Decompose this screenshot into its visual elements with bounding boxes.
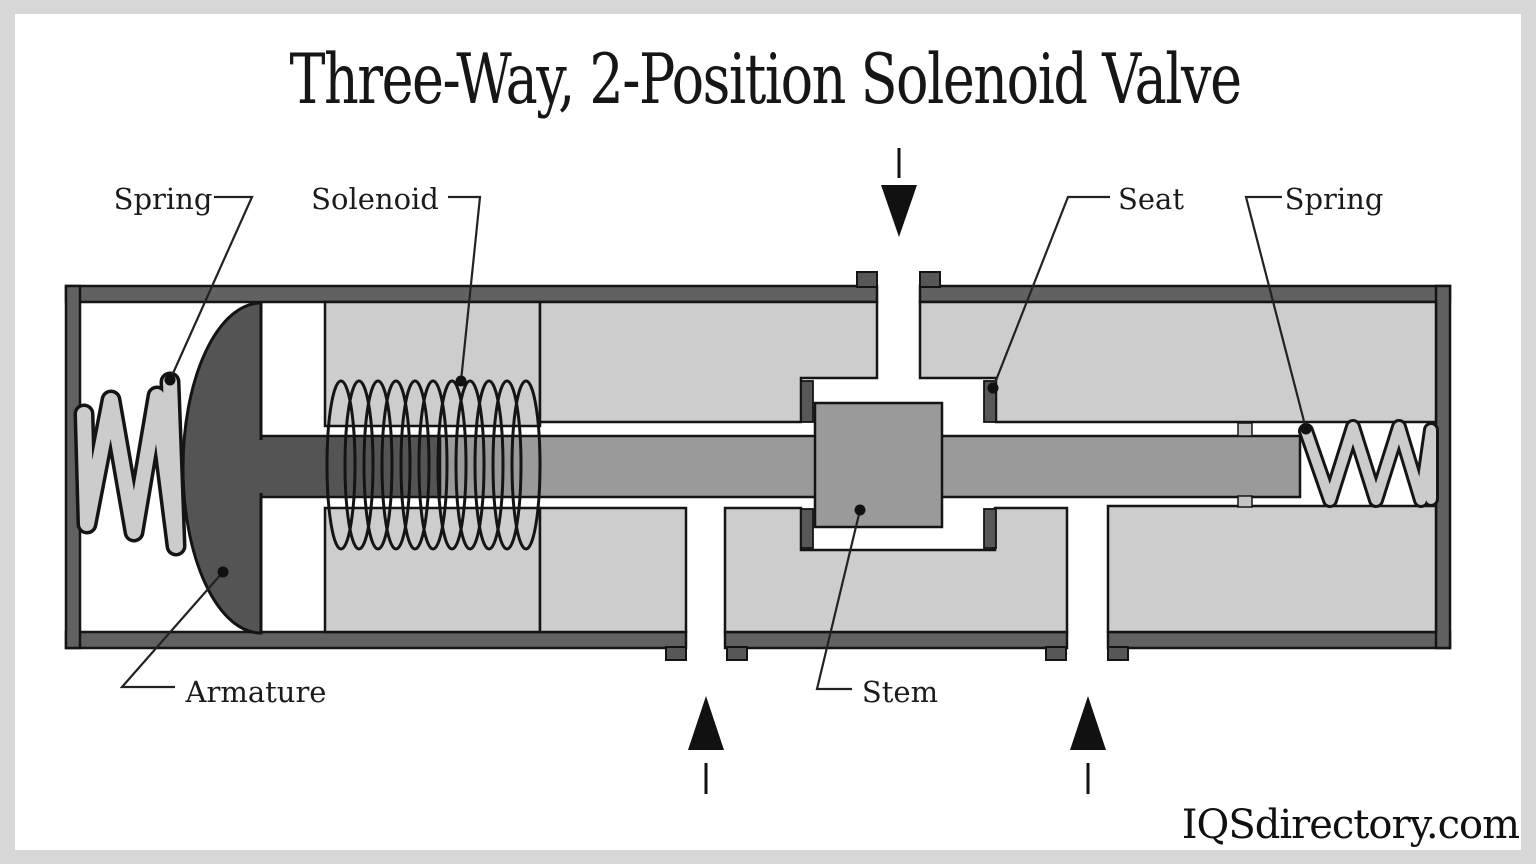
- port-tabs: [665, 271, 1129, 661]
- callout-leaders: [119, 195, 1308, 691]
- callout-label-spring-left: Spring: [114, 182, 213, 216]
- top-port-tab-left: [856, 271, 878, 288]
- solenoid-coil: [325, 379, 542, 551]
- solenoid-housing-lower: [323, 506, 542, 634]
- dot-solenoid: [455, 375, 467, 387]
- callout-label-stem: Stem: [862, 675, 938, 709]
- arrow-head: [881, 185, 917, 237]
- callout-dots: [164, 374, 1312, 578]
- coil-loop: [380, 379, 412, 551]
- watermark: IQSdirectory.com: [1182, 802, 1519, 848]
- top-port-tab-right: [919, 271, 941, 288]
- guide-tab-upper: [1237, 422, 1253, 437]
- coil-loop: [417, 379, 449, 551]
- leader-seat: [991, 195, 1110, 389]
- arrow-down-icon: [881, 148, 917, 237]
- leader-spring-left: [168, 195, 254, 381]
- leader-armature: [119, 571, 224, 689]
- upper-chamber-right-block: [918, 300, 1438, 424]
- bottom-right-port-tab-left: [1045, 646, 1067, 661]
- dot-spring-left: [164, 374, 176, 386]
- right-spring-coil: [1301, 422, 1436, 505]
- right-spring: [1298, 419, 1439, 508]
- armature-seam-patch: [252, 440, 274, 493]
- left-spring: [73, 371, 187, 557]
- coil-loop: [473, 379, 505, 551]
- dot-spring-right: [1300, 423, 1312, 435]
- lower-chamber-left-block: [538, 506, 688, 634]
- coil-loop: [399, 379, 431, 551]
- callout-label-seat: Seat: [1118, 182, 1184, 216]
- coil-loop: [362, 379, 394, 551]
- bottom-right-port-tab-right: [1107, 646, 1129, 661]
- coil-loop: [325, 379, 357, 551]
- solenoid-housing-upper: [323, 300, 542, 428]
- coil-loop: [491, 379, 523, 551]
- armature-hub: [256, 434, 442, 499]
- arrow-tail: [704, 763, 708, 794]
- coil-loop: [510, 379, 542, 551]
- arrow-head: [688, 696, 724, 750]
- dot-stem: [854, 504, 866, 516]
- leader-stem: [815, 509, 862, 691]
- dot-armature: [217, 566, 229, 578]
- bottom-left-port-tab-right: [726, 646, 748, 661]
- coil-loop: [436, 379, 468, 551]
- coil-loop: [454, 379, 486, 551]
- left-spring-coil: [77, 375, 183, 553]
- casing-bottom-wall-right: [1106, 630, 1452, 650]
- seat-lower-left: [800, 508, 814, 549]
- arrow-up-icon: [688, 696, 724, 794]
- stem-guide-tabs: [1237, 422, 1253, 508]
- arrow-tail: [897, 148, 901, 178]
- bottom-left-port-tab-left: [665, 646, 687, 661]
- arrow-head: [1070, 696, 1106, 750]
- arrow-tail: [1086, 763, 1090, 794]
- lower-chamber-right-block: [1106, 504, 1438, 634]
- seat-lower-right: [983, 508, 997, 549]
- upper-chamber-left-block: [538, 300, 879, 424]
- flow-arrows: [688, 148, 1106, 794]
- arrow-up-icon: [1070, 696, 1106, 794]
- leader-solenoid: [448, 195, 482, 382]
- seat-upper-left: [800, 380, 814, 423]
- stem-seam-patch: [818, 439, 939, 494]
- coil-loop: [343, 379, 375, 551]
- diagram-canvas: [15, 14, 1521, 850]
- callout-label-spring-right: Spring: [1285, 182, 1384, 216]
- guide-tab-lower: [1237, 495, 1253, 508]
- valve-seats: [800, 380, 997, 549]
- casing-bottom-wall-middle: [723, 630, 1069, 650]
- casing-top-wall-right: [918, 284, 1452, 304]
- stem-assembly: [435, 401, 1302, 529]
- dot-seat: [987, 382, 999, 394]
- housing-blocks: [323, 300, 1438, 634]
- callout-label-solenoid: Solenoid: [311, 182, 439, 216]
- leader-spring-right: [1244, 195, 1308, 430]
- diagram-title: Three-Way, 2-Position Solenoid Valve: [289, 38, 1240, 119]
- callout-label-armature: Armature: [185, 675, 327, 709]
